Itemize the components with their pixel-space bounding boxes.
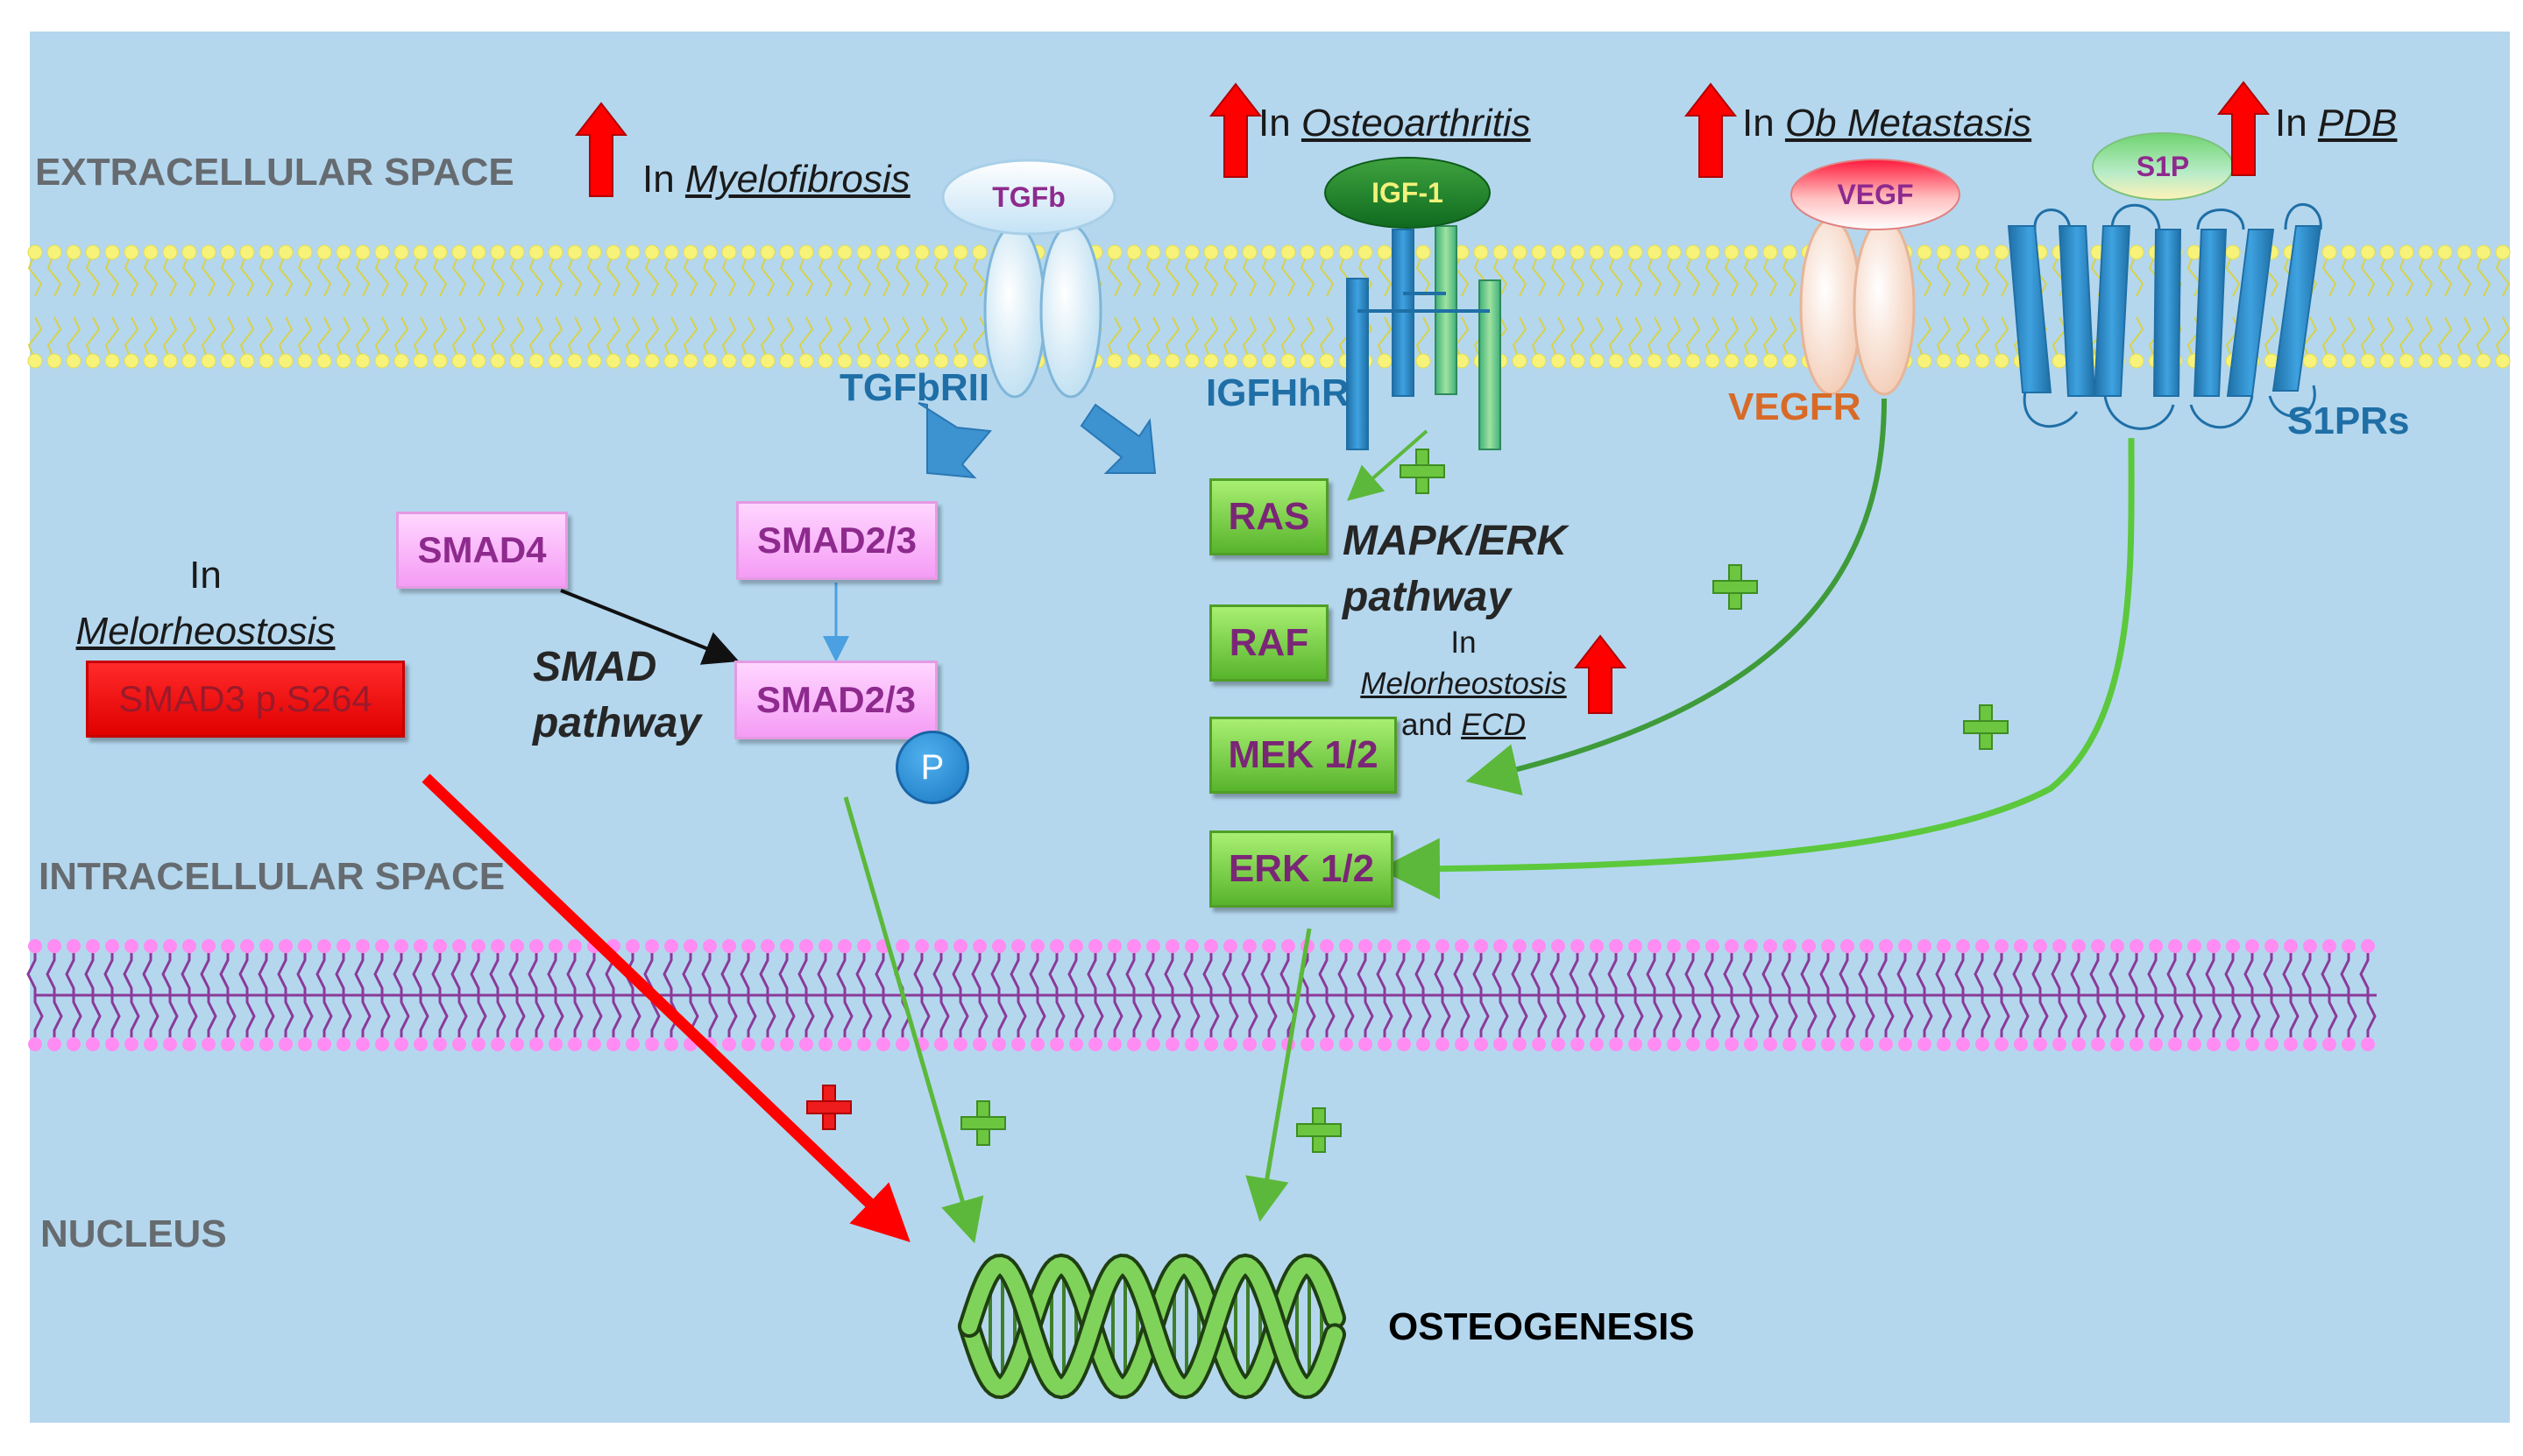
plus-icon <box>1963 704 2009 750</box>
up-arrow-icon <box>574 102 628 197</box>
up-arrow-icon <box>2216 81 2271 176</box>
osteogenesis-label: OSTEOGENESIS <box>1388 1305 1695 1348</box>
mapk-erk-pathway-label: MAPK/ERK pathway <box>1343 518 1568 620</box>
region-nucleus-label: NUCLEUS <box>40 1212 227 1255</box>
plus-icon <box>1400 449 1445 494</box>
condition-pdb: In PDB <box>2275 102 2398 145</box>
vegf-ligand <box>1790 159 1960 230</box>
plus-icon <box>1296 1107 1342 1153</box>
smad23-box-bottom: SMAD2/3 <box>734 661 938 739</box>
dna-helix-icon <box>958 1253 1346 1400</box>
erk-box: ERK 1/2 <box>1209 830 1393 908</box>
up-arrow-icon <box>1208 82 1263 178</box>
condition-ob-metastasis: In Ob Metastasis <box>1742 102 2032 145</box>
raf-box: RAF <box>1209 604 1329 682</box>
s1p-label: S1P <box>2136 150 2190 182</box>
condition-osteoarthritis: In Osteoarthritis <box>1258 102 1531 145</box>
plus-icon <box>960 1100 1006 1146</box>
smad23-to-nucleus-arrow <box>843 796 984 1244</box>
tgfbrii-signal-arrows <box>918 402 1157 479</box>
region-intracellular-label: INTRACELLULAR SPACE <box>39 855 506 898</box>
smad4-box: SMAD4 <box>396 512 568 589</box>
nuclear-membrane <box>26 939 2377 1051</box>
igfhhr-label: IGFHhR <box>1206 371 1350 414</box>
mek-box: MEK 1/2 <box>1209 717 1397 794</box>
condition-melorheostosis-ecd: In Melorheostosis and ECD <box>1360 626 1567 742</box>
igf-receptor <box>1346 225 1501 450</box>
vegfr-to-mek-arrow <box>1465 398 1887 796</box>
s1prs-label: S1PRs <box>2287 399 2410 442</box>
tgfbrii-label: TGFbRII <box>840 366 990 409</box>
vegf-label: VEGF <box>1837 178 1914 210</box>
up-arrow-icon <box>1683 82 1738 178</box>
region-extracellular-label: EXTRACELLULAR SPACE <box>35 151 514 194</box>
tgfbrii-receptor <box>983 223 1102 399</box>
up-arrow-icon <box>1573 634 1627 714</box>
smad3-mutant-to-nucleus-arrow <box>422 774 911 1242</box>
s1pr-receptor <box>2007 202 2322 430</box>
condition-myelofibrosis: In Myelofibrosis <box>642 158 911 201</box>
tgfb-ligand <box>941 159 1116 236</box>
plus-icon <box>1712 564 1758 610</box>
smad-pathway-label: SMAD pathway <box>533 644 702 746</box>
s1pr-to-erk-arrow <box>1378 437 2135 900</box>
plus-icon <box>806 1085 852 1130</box>
increase-arrows <box>574 81 2271 714</box>
tgfb-label: TGFb <box>992 180 1066 213</box>
smad3-mutant-box: SMAD3 p.S264 <box>86 661 405 738</box>
smad23-box-top: SMAD2/3 <box>736 501 938 580</box>
activation-plus-signs <box>806 449 2009 1153</box>
condition-melorheostosis-left: In Melorheostosis <box>75 554 336 653</box>
smad4-to-smad23-arrow <box>560 589 740 665</box>
igf1-label: IGF-1 <box>1371 176 1443 209</box>
signal-arrows <box>422 398 2135 1244</box>
vegfr-receptor <box>1799 217 1916 396</box>
vegfr-label: VEGFR <box>1728 385 1861 428</box>
igf1-ligand <box>1324 157 1491 229</box>
erk-to-nucleus-arrow <box>1245 928 1312 1222</box>
igf-to-ras-arrow <box>1346 429 1428 501</box>
ras-box: RAS <box>1209 478 1329 555</box>
phospho-badge: P <box>896 731 969 804</box>
